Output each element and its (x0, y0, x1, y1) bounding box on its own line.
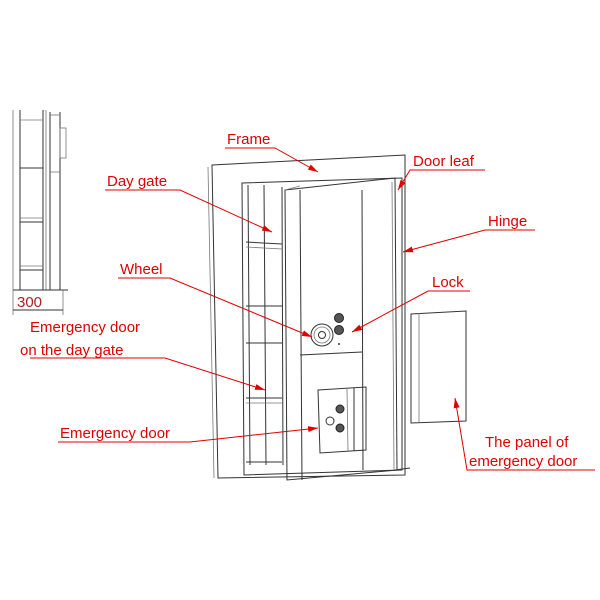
leader-lines (30, 147, 595, 471)
label-lock: Lock (432, 274, 464, 291)
label-hinge: Hinge (488, 213, 527, 230)
label-emergency-door: Emergency door (60, 425, 170, 442)
label-door-leaf: Door leaf (413, 153, 475, 170)
dimension-label: 300 (17, 294, 42, 311)
frame-drawing (207, 154, 406, 479)
side-view-drawing (12, 110, 68, 315)
label-emergency-door-day-gate-2: on the day gate (20, 342, 123, 359)
label-day-gate: Day gate (107, 173, 167, 190)
label-panel-1: The panel of (485, 434, 569, 451)
wheel-icon (310, 323, 334, 347)
label-emergency-door-day-gate-1: Emergency door (30, 319, 140, 336)
label-panel-2: emergency door (469, 453, 577, 470)
label-frame: Frame (227, 131, 270, 148)
emergency-door-drawing (317, 386, 367, 454)
lock-icon (334, 313, 344, 345)
door-leaf-drawing (284, 177, 411, 481)
label-wheel: Wheel (120, 261, 163, 278)
emergency-door-panel-drawing (410, 310, 467, 424)
